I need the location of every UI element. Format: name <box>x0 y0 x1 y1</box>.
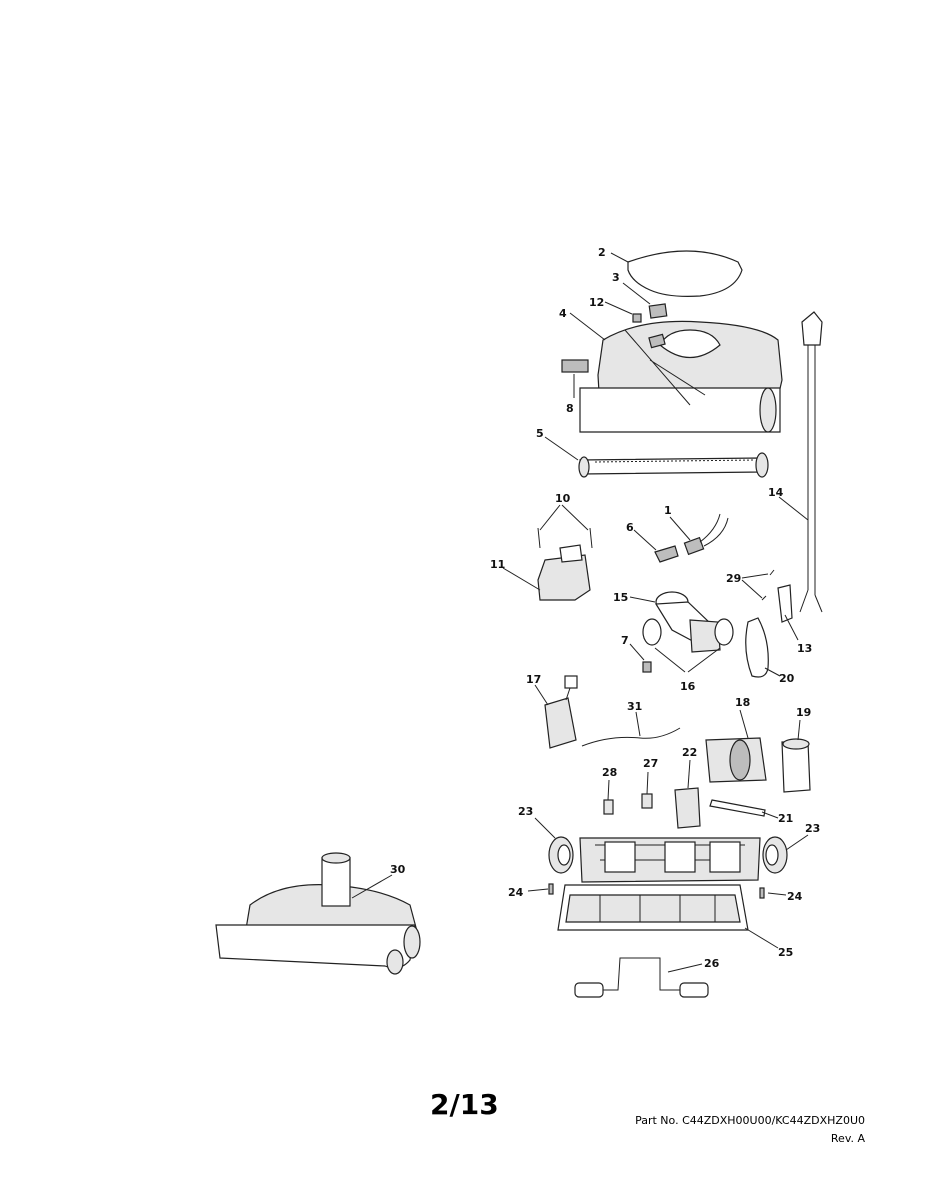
callout-29: 29 <box>726 572 741 585</box>
callout-22: 22 <box>682 746 697 759</box>
callout-12: 12 <box>589 296 604 309</box>
callout-28: 28 <box>602 766 617 779</box>
revision: Rev. A <box>830 1132 865 1145</box>
callout-3: 3 <box>612 271 620 284</box>
callout-30: 30 <box>390 863 406 876</box>
callout-23a: 23 <box>518 805 533 818</box>
part-4-nozzle-housing: 4 <box>559 307 783 433</box>
part-1-wire-harness: 1 <box>664 504 729 556</box>
part-3-gasket: 3 <box>612 271 668 319</box>
callout-23b: 23 <box>805 822 820 835</box>
part-18-motor: 18 <box>705 696 767 783</box>
callout-18: 18 <box>735 696 750 709</box>
callout-24b: 24 <box>787 890 803 903</box>
callout-8: 8 <box>566 402 574 415</box>
part-23-wheel-right: 23 <box>762 822 820 874</box>
part-19-cover: 19 <box>781 706 811 793</box>
callout-7: 7 <box>621 634 629 647</box>
part-26-axle: 26 <box>574 957 720 998</box>
callout-16: 16 <box>680 680 696 693</box>
part-28-latch: 28 <box>602 766 617 815</box>
callout-2: 2 <box>598 246 606 259</box>
part-14-power-cord: 14 <box>768 311 823 613</box>
callout-10: 10 <box>555 492 571 505</box>
part-25-base-plate: 25 <box>557 884 793 959</box>
callout-5: 5 <box>536 427 544 440</box>
callout-24a: 24 <box>508 886 524 899</box>
part-31-cable: 31 <box>581 700 681 747</box>
part-12-screw: 12 <box>589 296 642 323</box>
base-frame <box>579 837 761 883</box>
part-27-latch: 27 <box>641 757 658 809</box>
part-5-brushroll: 5 <box>536 427 769 478</box>
callout-17: 17 <box>526 673 541 686</box>
callout-14: 14 <box>768 486 784 499</box>
part-10-pins: 10 <box>537 492 593 549</box>
callout-25: 25 <box>778 946 793 959</box>
callout-15: 15 <box>613 591 628 604</box>
callout-4: 4 <box>559 307 567 320</box>
callout-11: 11 <box>490 558 505 571</box>
page-number: 2/13 <box>430 1088 499 1121</box>
part-16-washers: 16 <box>642 618 734 693</box>
callout-19: 19 <box>796 706 811 719</box>
part-11-bracket: 11 <box>490 544 591 601</box>
part-13-clip: 13 <box>777 584 812 655</box>
part-17-switch-assembly: 17 <box>526 673 578 749</box>
part-21-rod: 21 <box>709 799 793 825</box>
part-6-switch: 6 <box>626 521 679 563</box>
part-24-pin-right: 24 <box>759 887 803 903</box>
part-8-filter: 8 <box>561 359 589 415</box>
part-2-cover: 2 <box>598 246 743 297</box>
part-15-elbow: 15 <box>613 591 721 653</box>
callout-26: 26 <box>704 957 720 970</box>
part-29-screws: 29 <box>726 569 775 601</box>
part-7-bulb: 7 <box>621 634 652 673</box>
callout-27: 27 <box>643 757 658 770</box>
callout-31: 31 <box>627 700 642 713</box>
callout-13: 13 <box>797 642 812 655</box>
callout-20: 20 <box>779 672 795 685</box>
callout-6: 6 <box>626 521 634 534</box>
part-30-power-nozzle-assembly: 30 <box>215 852 421 975</box>
part-22-pedal: 22 <box>674 746 701 829</box>
part-number-block: Part No. C44ZDXH00U00/KC44ZDXHZ0U0 Rev. … <box>635 1112 865 1148</box>
part-23-wheel-left: 23 <box>518 805 574 874</box>
part-24-pin-left: 24 <box>508 883 554 899</box>
callout-21: 21 <box>778 812 793 825</box>
callout-1: 1 <box>664 504 672 517</box>
part-20-belt: 20 <box>745 617 795 685</box>
part-number: Part No. C44ZDXH00U00/KC44ZDXHZ0U0 <box>635 1114 865 1127</box>
